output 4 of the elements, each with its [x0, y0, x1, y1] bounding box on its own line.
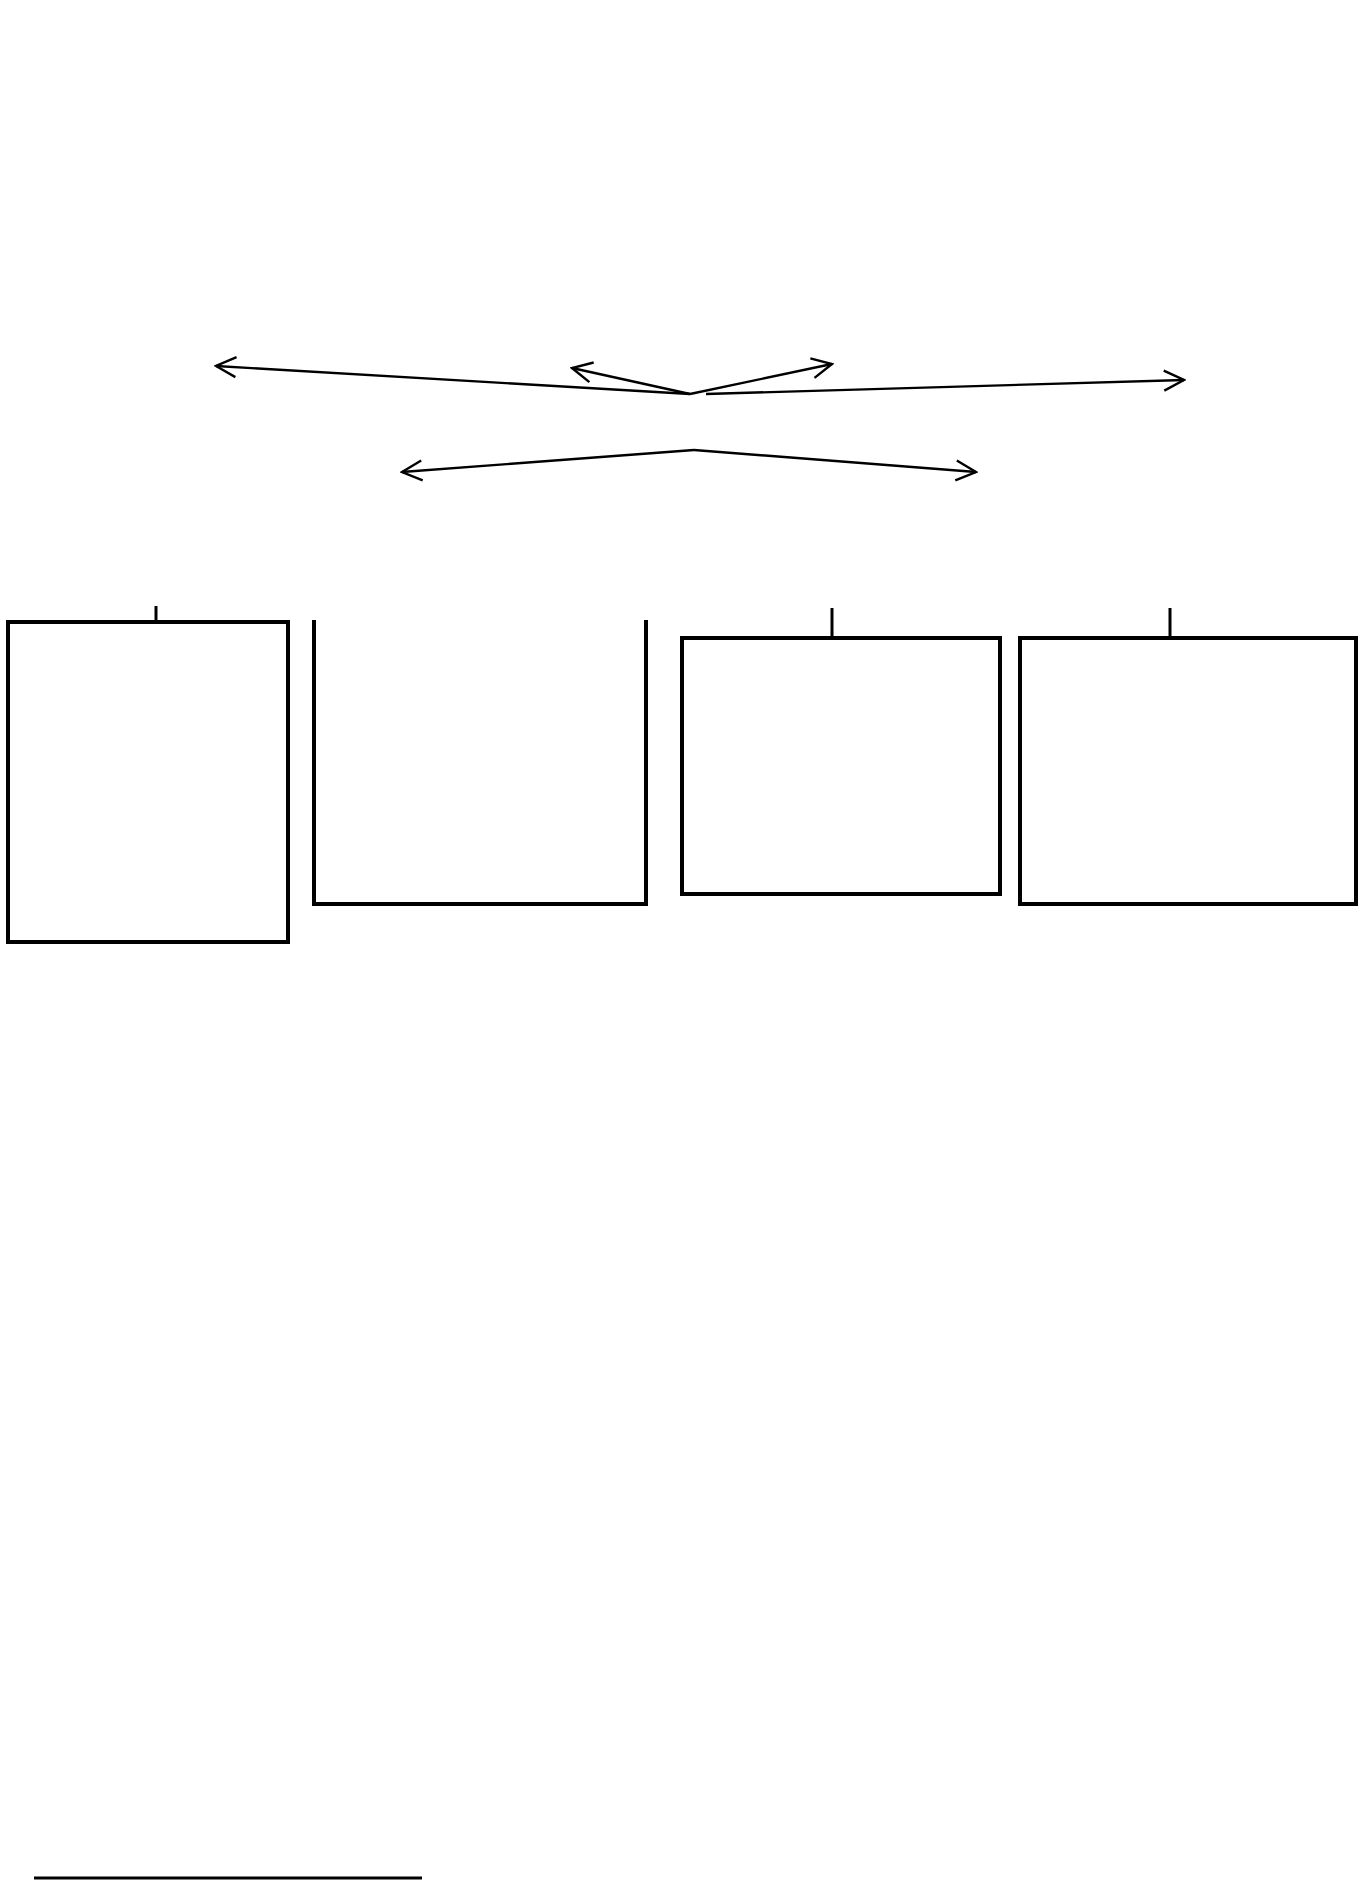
empty-box: [312, 620, 648, 906]
empty-box: [6, 620, 290, 944]
empty-box: [1018, 636, 1358, 906]
empty-box: [680, 636, 1002, 896]
